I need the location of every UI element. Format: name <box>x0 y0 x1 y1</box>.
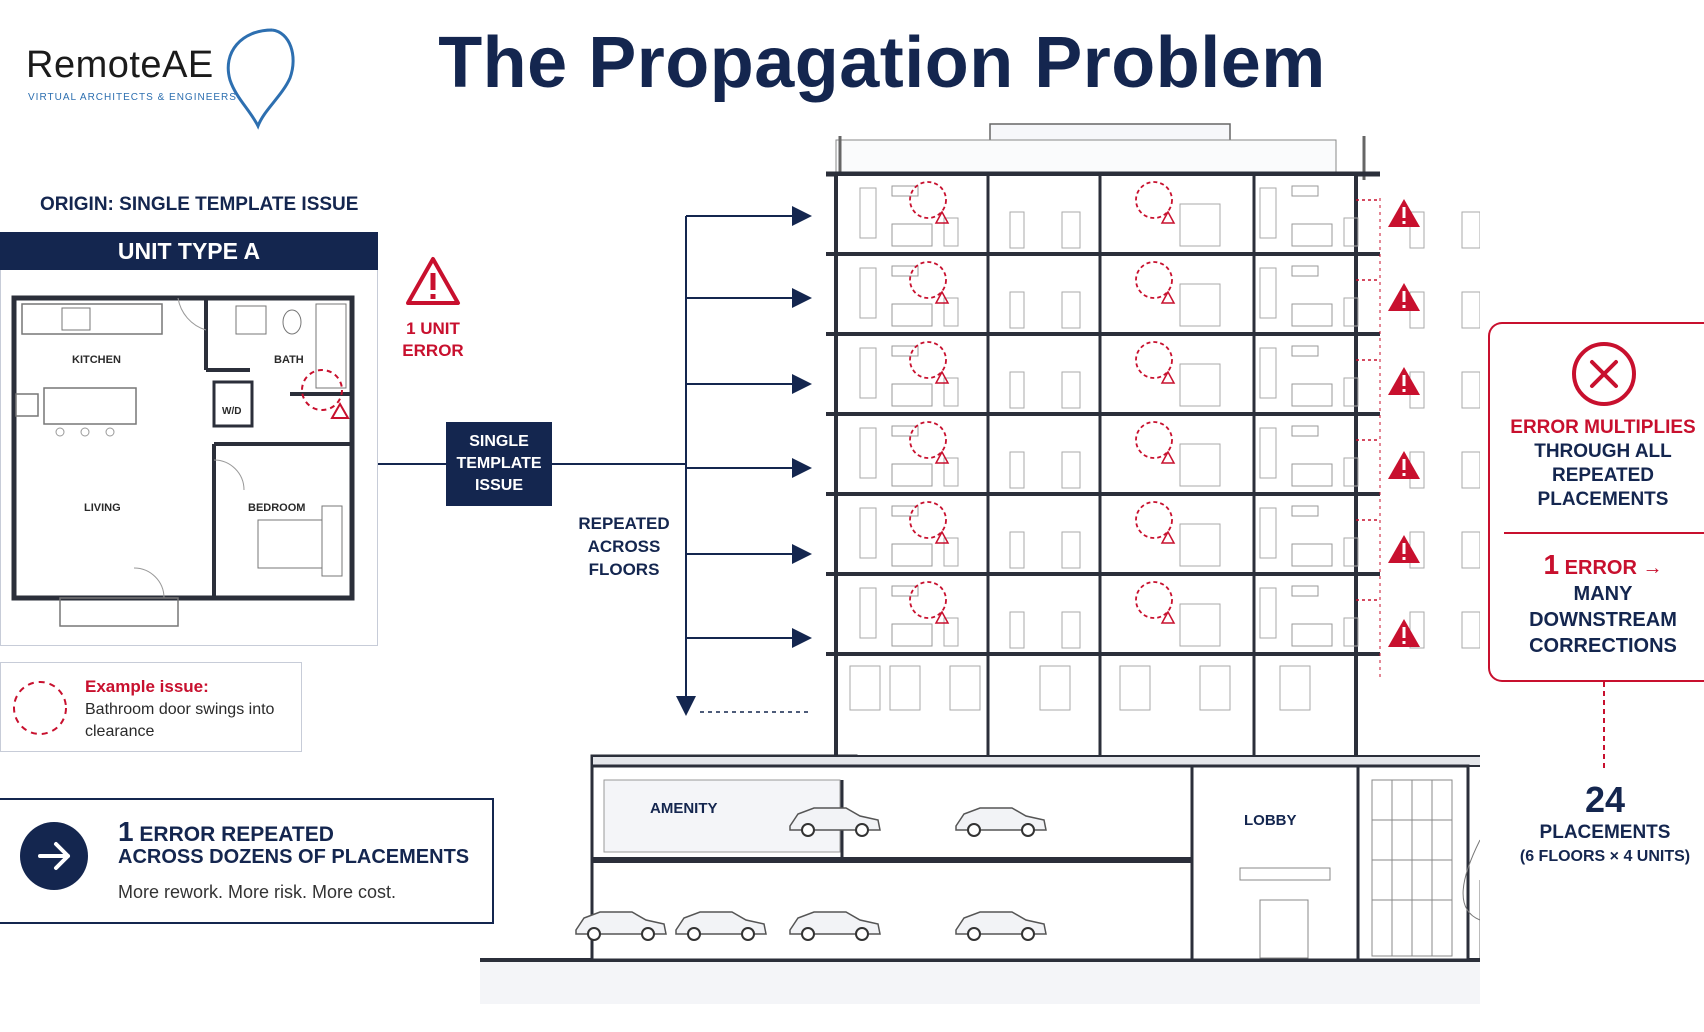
unit-title: UNIT TYPE A <box>0 232 378 270</box>
warning-triangle-icon <box>1388 367 1420 395</box>
car-icon <box>789 911 881 941</box>
warning-triangle-icon <box>934 210 950 224</box>
car-icon <box>675 911 767 941</box>
warning-triangle-icon <box>1388 451 1420 479</box>
warning-triangle-icon <box>934 610 950 624</box>
placements-detail: (6 FLOORS × 4 UNITS) <box>1519 848 1691 865</box>
summary-line1: ERROR REPEATED <box>139 823 334 846</box>
room-wd: W/D <box>222 406 242 417</box>
warning-triangle-icon <box>934 450 950 464</box>
warning-triangle-icon <box>1160 450 1176 464</box>
dashed-circle-icon <box>909 261 947 299</box>
warning-triangle-icon <box>1388 283 1420 311</box>
example-body: Bathroom door swings into clearance <box>85 701 275 740</box>
unit-error-callout: 1 UNIT ERROR <box>398 255 468 362</box>
multiplies-line5: MANY <box>1573 583 1633 605</box>
summary-line2: ACROSS DOZENS OF PLACEMENTS <box>118 846 470 868</box>
warning-triangle-icon <box>1160 370 1176 384</box>
dashed-circle-icon <box>1135 261 1173 299</box>
unit-error-line2: ERROR <box>402 341 464 360</box>
warning-triangle-icon <box>1160 290 1176 304</box>
dashed-circle-icon <box>1135 501 1173 539</box>
ground-floor <box>849 654 1311 756</box>
warning-triangle-icon <box>1160 530 1176 544</box>
divider <box>1504 532 1704 534</box>
floor <box>826 174 1480 256</box>
summary-box: 1 ERROR REPEATED ACROSS DOZENS OF PLACEM… <box>0 798 494 924</box>
unit-panel <box>0 232 378 646</box>
dashed-circle-icon <box>1135 581 1173 619</box>
multiplies-line4: PLACEMENTS <box>1537 489 1669 510</box>
room-bath: BATH <box>274 354 304 366</box>
placements-count: 24 <box>1584 779 1626 820</box>
logo-tagline: VIRTUAL ARCHITECTS & ENGINEERS <box>28 92 237 103</box>
room-kitchen: KITCHEN <box>72 354 121 366</box>
warning-triangle-icon <box>1160 210 1176 224</box>
warning-triangle-icon <box>1160 610 1176 624</box>
dashed-circle-icon <box>909 421 947 459</box>
dashed-circle-icon <box>909 341 947 379</box>
warning-triangle-icon <box>406 257 460 305</box>
amenity-label: AMENITY <box>650 800 718 817</box>
warning-triangle-icon <box>1388 199 1420 227</box>
multiplies-line3: REPEATED <box>1551 465 1655 486</box>
floor <box>826 254 1480 336</box>
dashed-circle-icon <box>1135 341 1173 379</box>
warning-column <box>1386 196 1426 676</box>
floor <box>826 334 1480 416</box>
car-icon <box>575 911 667 941</box>
example-title: Example issue: <box>85 677 209 696</box>
placements-label: PLACEMENTS <box>1539 822 1671 843</box>
warning-triangle-icon <box>934 370 950 384</box>
dashed-circle-icon <box>1135 181 1173 219</box>
car-icon <box>955 911 1047 941</box>
logo-brand-accent: AE <box>162 44 214 86</box>
dashed-circle-icon <box>909 181 947 219</box>
multiplies-line1: ERROR MULTIPLIES <box>1510 417 1696 438</box>
summary-number: 1 <box>118 816 134 847</box>
multiplies-line2: THROUGH ALL <box>1534 441 1672 462</box>
warning-triangle-icon <box>330 401 350 419</box>
car-icon <box>955 807 1047 837</box>
unit-floor-plan <box>11 295 355 627</box>
lobby-label: LOBBY <box>1244 812 1297 829</box>
multiplies-line7: CORRECTIONS <box>1529 635 1677 657</box>
error-x-icon <box>1572 342 1636 406</box>
dashed-circle-icon <box>1135 421 1173 459</box>
location-pin-icon <box>226 28 295 130</box>
repeated-floors-label: REPEATED ACROSS FLOORS <box>578 514 670 579</box>
unit-error-line1: 1 UNIT <box>406 319 460 338</box>
placements-callout: 24 PLACEMENTS (6 FLOORS × 4 UNITS) <box>1510 780 1700 866</box>
dashed-circle-icon <box>909 501 947 539</box>
dashed-circle-icon <box>909 581 947 619</box>
error-multiplies-box: ERROR MULTIPLIES THROUGH ALL REPEATED PL… <box>1488 322 1704 682</box>
logo-brand-main: Remote <box>26 44 163 86</box>
origin-label: ORIGIN: SINGLE TEMPLATE ISSUE <box>40 194 359 215</box>
room-bedroom: BEDROOM <box>248 502 306 514</box>
warning-triangle-icon <box>1388 619 1420 647</box>
floor <box>826 494 1480 576</box>
logo: RemoteAE VIRTUAL ARCHITECTS & ENGINEERS <box>26 28 295 130</box>
room-living: LIVING <box>84 502 121 514</box>
example-issue-box: Example issue: Bathroom door swings into… <box>0 662 302 752</box>
warning-triangle-icon <box>934 530 950 544</box>
arrow-right-icon <box>20 822 88 890</box>
page-title: The Propagation Problem <box>438 23 1326 103</box>
car-icon <box>789 807 881 837</box>
multiplies-error: ERROR → <box>1564 557 1663 579</box>
multiplies-line6: DOWNSTREAM <box>1529 609 1677 631</box>
dashed-circle-icon <box>13 681 67 735</box>
building-section <box>480 123 1480 1004</box>
warning-triangle-icon <box>1388 535 1420 563</box>
floor <box>826 414 1480 496</box>
multiplies-number: 1 <box>1543 549 1560 580</box>
dashed-circle-icon <box>301 369 343 411</box>
warning-triangle-icon <box>934 290 950 304</box>
summary-line3: More rework. More risk. More cost. <box>118 882 397 902</box>
